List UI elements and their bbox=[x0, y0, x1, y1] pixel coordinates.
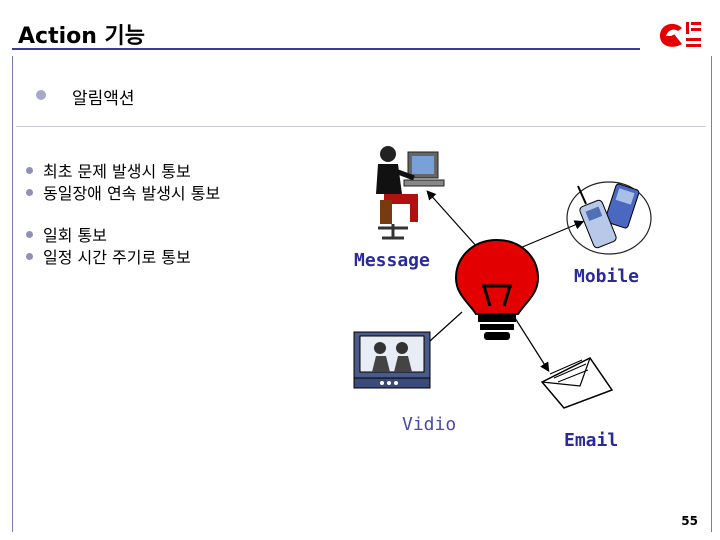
section-title: 알림액션 bbox=[72, 89, 135, 109]
list-item: 동일장애 연속 발생시 통보 bbox=[26, 180, 220, 204]
bullet-icon bbox=[26, 231, 33, 238]
video-screen-icon bbox=[353, 331, 431, 389]
page-number: 55 bbox=[681, 514, 698, 528]
list-item: 일회 통보 bbox=[26, 222, 107, 246]
email-envelope-icon bbox=[540, 357, 614, 409]
company-logo-icon bbox=[660, 22, 701, 47]
bullet-icon bbox=[26, 167, 33, 174]
bullet-icon bbox=[26, 253, 33, 260]
content-frame bbox=[12, 56, 712, 532]
title-underline bbox=[12, 48, 640, 50]
mobile-devices-icon bbox=[566, 181, 652, 255]
list-item: 일정 시간 주기로 통보 bbox=[26, 244, 191, 268]
page-title: Action 기능 bbox=[18, 24, 146, 49]
email-label: Email bbox=[564, 430, 619, 451]
message-label: Message bbox=[354, 250, 430, 271]
section-bullet-icon bbox=[36, 90, 46, 100]
bullet-icon bbox=[26, 189, 33, 196]
alert-lightbulb-icon bbox=[454, 238, 540, 340]
person-at-computer-icon bbox=[376, 146, 445, 240]
list-item: 최초 문제 발생시 통보 bbox=[26, 158, 191, 182]
vidio-label: Vidio bbox=[402, 414, 457, 435]
section-divider bbox=[16, 126, 706, 127]
mobile-label: Mobile bbox=[574, 266, 640, 287]
